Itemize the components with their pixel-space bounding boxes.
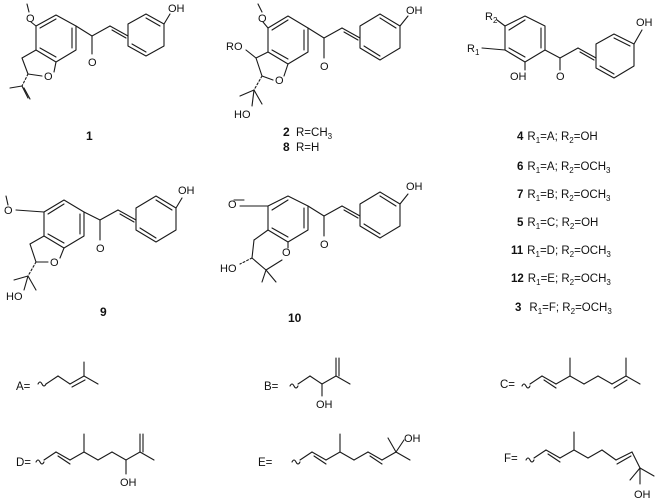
side-chain-label-b: B= — [264, 381, 279, 393]
side-chain-d-hydroxyl: OH — [120, 477, 137, 489]
secondary-hydroxyl: HO — [220, 263, 237, 275]
side-chain-c: C= — [500, 357, 641, 391]
furan-oxygen: O — [44, 71, 53, 83]
methoxy-oxygen: O — [26, 13, 35, 25]
carbonyl-oxygen: O — [88, 57, 97, 69]
side-chain-f-hydroxyl: OH — [634, 489, 651, 501]
r1-substituent: R1 — [467, 43, 480, 57]
r2-substituent: R2 — [485, 11, 498, 25]
side-chain-label-d: D= — [16, 457, 31, 469]
ro-substituent: RO — [226, 41, 243, 53]
compound-label-1: 1 — [86, 129, 93, 143]
compound-2-8-structure: O RO O HO O OH — [226, 3, 423, 121]
ortho-hydroxyl: OH — [510, 71, 527, 83]
side-chain-e: E= OH — [258, 433, 421, 469]
phenol-hydroxyl: OH — [168, 3, 185, 15]
r-definition-2: R=CH3 — [296, 127, 333, 141]
methoxy-oxygen: O — [258, 13, 267, 25]
side-chain-b-hydroxyl: OH — [316, 399, 333, 411]
r-definition-8: R=H — [296, 142, 319, 154]
furan-oxygen: O — [50, 257, 59, 269]
tertiary-hydroxyl: HO — [6, 291, 23, 303]
carbonyl-oxygen: O — [556, 71, 565, 83]
side-chain-label-a: A= — [16, 381, 31, 393]
phenol-hydroxyl: OH — [178, 185, 195, 197]
side-chain-label-c: C= — [500, 379, 515, 391]
side-chain-e-hydroxyl: OH — [404, 433, 421, 445]
side-chain-b: B= OH — [264, 357, 351, 411]
methoxy-oxygen: O — [228, 199, 237, 211]
compound-label-9: 9 — [100, 305, 107, 319]
generic-chalcone-structure: R2 R1 OH O OH — [467, 11, 653, 83]
chromane-oxygen: O — [282, 247, 291, 259]
phenol-hydroxyl: OH — [406, 181, 423, 193]
compound-9-structure: O O HO O OH — [4, 185, 195, 303]
phenol-hydroxyl: OH — [406, 5, 423, 17]
carbonyl-oxygen: O — [320, 239, 329, 251]
side-chain-f: F= OH — [504, 431, 655, 501]
compound-label-2: 2 — [283, 125, 290, 139]
furan-oxygen: O — [275, 75, 284, 87]
compound-label-8: 8 — [283, 140, 290, 154]
compound-10-structure: O O HO O OH — [220, 181, 423, 283]
side-chain-d: D= OH — [16, 433, 155, 489]
side-chain-label-f: F= — [504, 453, 518, 465]
tertiary-hydroxyl: HO — [234, 109, 251, 121]
carbonyl-oxygen: O — [320, 61, 329, 73]
methoxy-oxygen: O — [4, 205, 13, 217]
side-chain-label-e: E= — [258, 457, 273, 469]
compound-1-structure: O O O OH — [9, 3, 185, 100]
phenol-hydroxyl: OH — [636, 17, 653, 29]
compound-label-10: 10 — [288, 311, 302, 325]
carbonyl-oxygen: O — [96, 243, 105, 255]
side-chain-a: A= — [16, 361, 99, 393]
